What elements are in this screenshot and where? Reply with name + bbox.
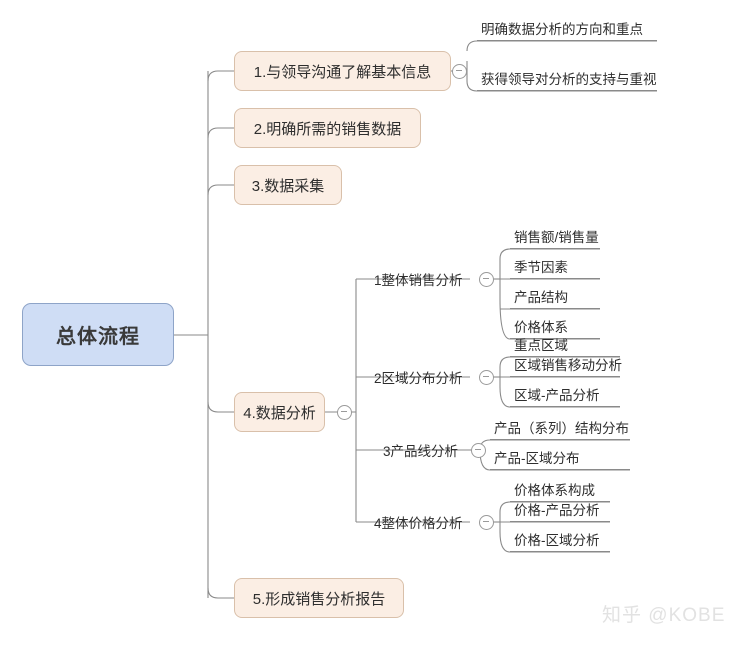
branch-node-2-label: 2.明确所需的销售数据 [253, 120, 402, 138]
leaf-a2-child-3[interactable]: 区域-产品分析 [510, 388, 620, 407]
branch-node-1[interactable]: 1.与领导沟通了解基本信息 [234, 51, 451, 91]
branch-node-3[interactable]: 3.数据采集 [234, 165, 342, 205]
watermark-text: 知乎 @KOBE [602, 605, 726, 626]
leaf-a4-child-2-label: 价格-产品分析 [514, 503, 600, 518]
leaf-a1-child-1[interactable]: 销售额/销售量 [510, 230, 600, 249]
leaf-a4-child-1[interactable]: 价格体系构成 [510, 483, 610, 502]
branch-node-5[interactable]: 5.形成销售分析报告 [234, 578, 404, 618]
branch-node-4-label: 4.数据分析 [243, 404, 316, 422]
root-node-label: 总体流程 [56, 326, 140, 348]
collapse-toggle-branch-4[interactable] [337, 405, 352, 420]
analysis-node-4-label: 4整体价格分析 [374, 516, 463, 531]
leaf-a3-child-1-label: 产品（系列）结构分布 [494, 421, 629, 436]
leaf-a1-child-4[interactable]: 价格体系 [510, 320, 600, 339]
collapse-toggle-analysis-3[interactable] [471, 443, 486, 458]
leaf-b1-child-2-label: 获得领导对分析的支持与重视 [481, 72, 657, 87]
collapse-toggle-branch-1[interactable] [452, 64, 467, 79]
link-b1-child-1 [466, 40, 657, 52]
branch-node-4[interactable]: 4.数据分析 [234, 392, 325, 432]
link-to-branch-5 [207, 587, 234, 599]
branch-node-3-label: 3.数据采集 [251, 177, 325, 195]
analysis-node-3-label: 3产品线分析 [383, 444, 459, 459]
leaf-a1-child-4-label: 价格体系 [514, 320, 568, 335]
leaf-a3-child-2[interactable]: 产品-区域分布 [490, 451, 630, 470]
leaf-b1-child-1[interactable]: 明确数据分析的方向和重点 [477, 22, 657, 41]
analysis-node-1-label: 1整体销售分析 [374, 273, 463, 288]
leaf-a1-child-1-label: 销售额/销售量 [514, 230, 599, 245]
leaf-a1-child-2[interactable]: 季节因素 [510, 260, 600, 279]
leaf-b1-child-2[interactable]: 获得领导对分析的支持与重视 [477, 72, 657, 91]
leaf-a1-child-3[interactable]: 产品结构 [510, 290, 600, 309]
analysis-node-4[interactable]: 4整体价格分析 [374, 511, 463, 533]
watermark: 知乎 @KOBE [602, 600, 725, 627]
analysis-node-1[interactable]: 1整体销售分析 [374, 268, 463, 290]
analysis-node-3[interactable]: 3产品线分析 [383, 439, 458, 461]
leaf-a4-child-2[interactable]: 价格-产品分析 [510, 503, 610, 522]
leaf-a2-child-1-label: 重点区域 [514, 338, 568, 353]
branch-node-5-label: 5.形成销售分析报告 [252, 590, 386, 608]
leaf-a4-child-1-label: 价格体系构成 [514, 483, 595, 498]
leaf-a2-child-2-label: 区域销售移动分析 [514, 358, 622, 373]
leaf-a1-child-3-label: 产品结构 [514, 290, 568, 305]
leaf-b1-child-1-label: 明确数据分析的方向和重点 [481, 22, 643, 37]
link-to-branch-2 [207, 127, 234, 139]
leaf-a2-child-3-label: 区域-产品分析 [514, 388, 600, 403]
leaf-a3-child-2-label: 产品-区域分布 [494, 451, 580, 466]
leaf-a4-child-3-label: 价格-区域分析 [514, 533, 600, 548]
root-node[interactable]: 总体流程 [22, 303, 174, 366]
collapse-toggle-analysis-1[interactable] [479, 272, 494, 287]
branch-node-1-label: 1.与领导沟通了解基本信息 [253, 63, 432, 81]
collapse-toggle-analysis-4[interactable] [479, 515, 494, 530]
analysis-node-2-label: 2区域分布分析 [374, 371, 463, 386]
link-to-branch-3 [207, 184, 234, 196]
leaf-a4-child-3[interactable]: 价格-区域分析 [510, 533, 610, 552]
analysis-node-2[interactable]: 2区域分布分析 [374, 366, 463, 388]
leaf-a2-child-2[interactable]: 区域销售移动分析 [510, 358, 622, 377]
leaf-a1-child-2-label: 季节因素 [514, 260, 568, 275]
leaf-a2-child-1[interactable]: 重点区域 [510, 338, 620, 357]
link-to-branch-4 [207, 401, 234, 413]
branch-node-2[interactable]: 2.明确所需的销售数据 [234, 108, 421, 148]
leaf-a3-child-1[interactable]: 产品（系列）结构分布 [490, 421, 630, 440]
link-to-branch-1 [207, 70, 234, 82]
collapse-toggle-analysis-2[interactable] [479, 370, 494, 385]
